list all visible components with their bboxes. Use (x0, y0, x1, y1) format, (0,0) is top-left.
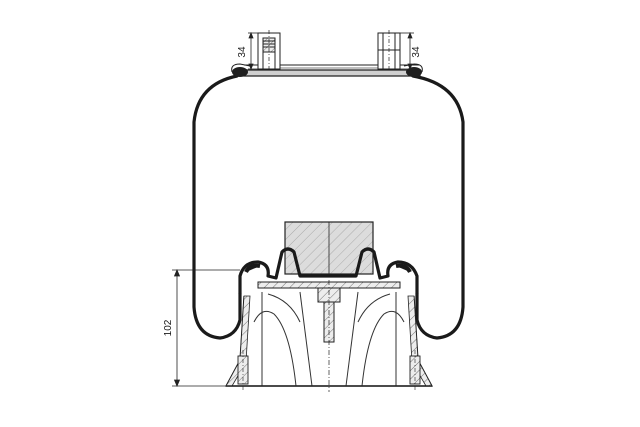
piston (224, 247, 434, 392)
bellows (192, 74, 465, 340)
top-bead-left (232, 67, 248, 77)
top-bead-right (406, 67, 422, 77)
dimension-label-top-right: 34 (411, 46, 422, 58)
side-fasteners (237, 350, 421, 390)
right-mounting-stud (377, 30, 401, 72)
left-mounting-stud (257, 30, 281, 72)
lower-bead-rubber (238, 247, 419, 294)
dimension-top-right (400, 31, 414, 71)
dimension-top-left (248, 31, 258, 71)
center-bolt (317, 280, 341, 392)
dimension-piston-height (172, 268, 240, 388)
dimension-label-piston-height: 102 (163, 319, 174, 336)
bellows-right-wall (411, 74, 465, 340)
bellows-left-wall (192, 74, 242, 340)
dimension-label-top-left: 34 (237, 46, 248, 58)
top-plate-body (243, 69, 421, 77)
